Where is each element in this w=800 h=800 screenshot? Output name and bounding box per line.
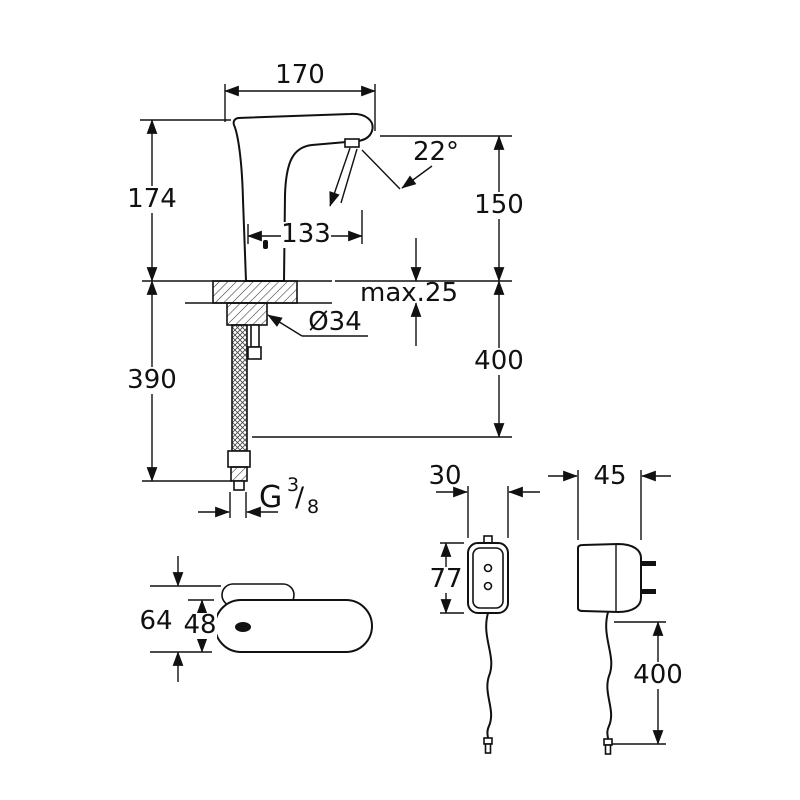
label-bg [474, 348, 524, 375]
faucet-top-view: 64 48 [139, 556, 373, 682]
water-stream-line-2 [340, 148, 358, 204]
control-unit-cable [485, 612, 493, 739]
power-cable [605, 611, 613, 740]
sensor-window-top [235, 622, 251, 632]
control-unit-hole-1 [483, 563, 493, 573]
cable-connector [483, 737, 493, 745]
dim-hole-diameter: Ø34 [308, 307, 362, 337]
label-bg [633, 662, 685, 689]
supply-hose [231, 324, 248, 452]
dim-body-depth: 48 [183, 610, 216, 640]
label-bg [474, 192, 524, 219]
dim-control-height: 77 [429, 564, 462, 594]
hose-connector [227, 450, 251, 468]
power-cable-connector-tip [604, 744, 612, 755]
dim-stream-angle: 22° [413, 137, 459, 167]
cable-connector-tip [484, 743, 492, 754]
base-plate-section [212, 280, 298, 304]
leader-line [267, 314, 303, 337]
label-bg [128, 186, 176, 213]
control-unit-inner [472, 547, 504, 609]
control-unit-hole-2 [483, 581, 493, 591]
dim-deck-thickness: max.25 [360, 278, 458, 308]
dim-control-width: 30 [428, 461, 461, 491]
plug-pin-bottom [641, 589, 656, 594]
label-bg [281, 222, 331, 248]
sensor-rod-fitting [247, 346, 262, 360]
label-bg [126, 367, 178, 394]
dim-below-deck-height: 390 [127, 365, 177, 395]
power-adapter-body [577, 542, 642, 614]
hose-nut [230, 466, 248, 482]
label-bg [183, 613, 217, 639]
thread-letter: G [259, 480, 282, 515]
locknut-section [226, 302, 268, 326]
dim-total-depth: 64 [139, 606, 172, 636]
dim-spout-reach: 133 [281, 219, 331, 249]
water-stream-line [329, 147, 351, 207]
angle-leader-line [401, 165, 433, 189]
plug-pin-top [641, 561, 656, 566]
side-view-dimensions: 170 174 390 133 22° 150 max.25 Ø34 [126, 60, 524, 518]
control-unit-view: 30 77 [428, 461, 540, 754]
dim-plug-width: 45 [593, 461, 626, 491]
thread-numerator: 3 [287, 474, 299, 496]
power-adapter-view: 45 400 [548, 461, 685, 755]
dim-outlet-height: 150 [474, 190, 524, 220]
label-bg [431, 567, 461, 593]
dim-spout-length: 170 [275, 60, 325, 90]
sensor-window [263, 240, 268, 249]
power-cable-connector [603, 738, 613, 746]
dim-cable-length: 400 [633, 660, 683, 690]
sensor-rod [250, 324, 260, 348]
thread-slash: / [295, 482, 305, 513]
hose-thread-stub [233, 480, 245, 491]
angle-reference-line [361, 149, 401, 190]
dim-supply-height: 400 [474, 346, 524, 376]
dim-height-above-deck: 174 [127, 184, 177, 214]
aerator-outlet [344, 138, 360, 148]
thread-denominator: 8 [307, 496, 319, 518]
